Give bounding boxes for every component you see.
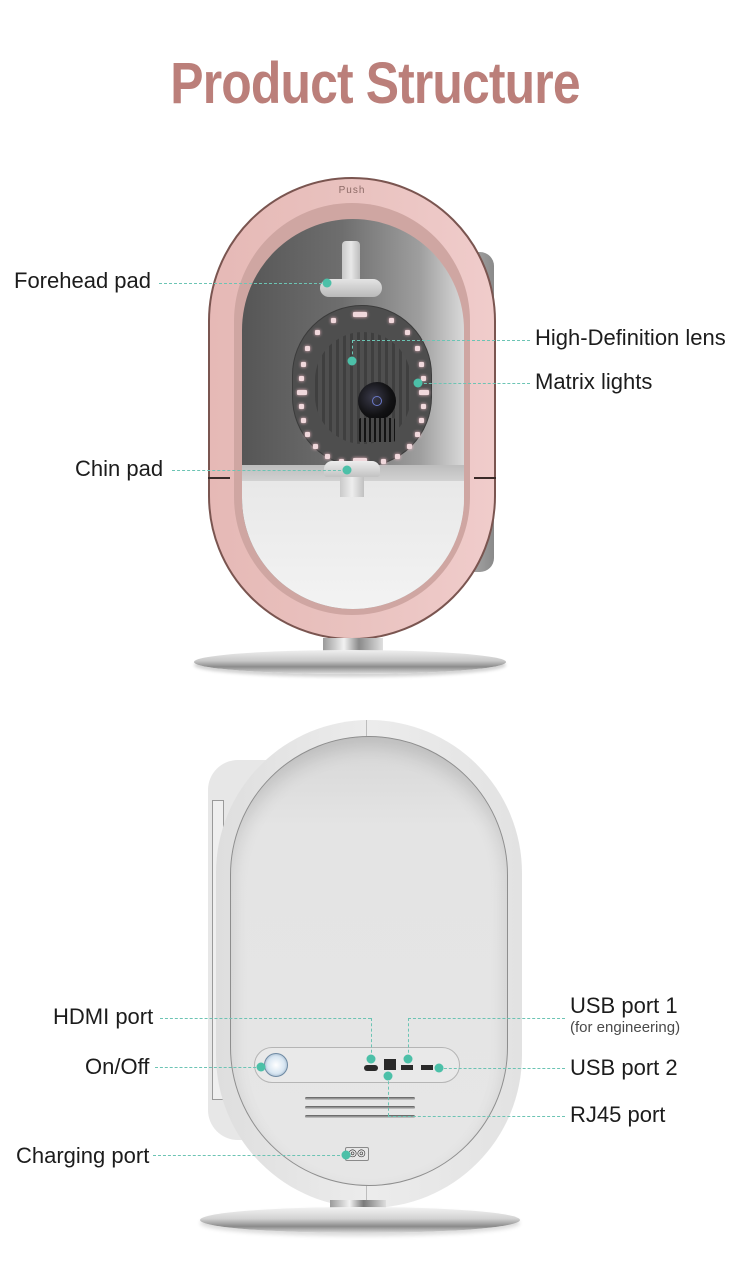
vent-slot <box>305 1106 415 1109</box>
hdmi-port-icon <box>364 1065 378 1071</box>
led-icon <box>389 318 394 323</box>
led-icon <box>421 376 426 381</box>
callout-dot-icon <box>256 1062 266 1072</box>
air-vents <box>305 1097 415 1124</box>
led-icon <box>305 346 310 351</box>
led-icon <box>381 459 386 464</box>
led-icon <box>415 346 420 351</box>
callout-chin-pad: Chin pad <box>75 456 164 481</box>
led-icon <box>301 362 306 367</box>
led-icon <box>407 444 412 449</box>
callout-on-off: On/Off <box>85 1054 150 1079</box>
leader-line <box>352 340 353 360</box>
push-engraving: Push <box>338 185 366 196</box>
shell-seam-bottom <box>366 1182 367 1208</box>
back-stand-base <box>200 1207 520 1233</box>
callout-charging-port: Charging port <box>16 1143 150 1168</box>
led-icon <box>419 362 424 367</box>
camera-plate <box>315 332 411 444</box>
callout-usb-port-1-note: (for engineering) <box>570 1019 681 1036</box>
leader-line <box>352 340 530 341</box>
leader-line <box>419 383 530 384</box>
leader-line <box>172 470 346 471</box>
led-icon <box>325 454 330 459</box>
led-icon <box>299 376 304 381</box>
leader-line <box>159 283 327 284</box>
front-stand-base <box>194 650 506 674</box>
led-icon <box>331 318 336 323</box>
led-icon <box>301 418 306 423</box>
leader-line <box>155 1067 261 1068</box>
callout-dot-icon <box>403 1054 413 1064</box>
led-icon <box>395 454 400 459</box>
led-icon <box>315 330 320 335</box>
leader-line <box>408 1018 565 1019</box>
callout-usb-port-2: USB port 2 <box>570 1055 678 1080</box>
speaker-grille <box>359 418 395 442</box>
back-cover <box>230 736 508 1186</box>
shell-seam-right <box>474 477 496 479</box>
callout-dot-icon <box>434 1063 444 1073</box>
led-icon <box>419 418 424 423</box>
leader-line <box>153 1155 345 1156</box>
leader-line <box>408 1018 409 1058</box>
callout-dot-icon <box>413 378 423 388</box>
led-icon <box>353 458 367 463</box>
charging-port-icon: ◎◎ <box>345 1147 369 1161</box>
forehead-stem <box>342 241 360 283</box>
callout-forehead-pad: Forehead pad <box>14 268 151 293</box>
vent-slot <box>305 1115 415 1118</box>
callout-hdmi-port: HDMI port <box>53 1004 154 1029</box>
led-icon <box>405 330 410 335</box>
leader-line <box>439 1068 565 1069</box>
led-icon <box>419 390 429 395</box>
callout-dot-icon <box>383 1071 393 1081</box>
callout-usb-port-1: USB port 1 <box>570 993 678 1018</box>
face-cavity <box>242 219 464 609</box>
led-icon <box>421 404 426 409</box>
forehead-pad <box>320 279 382 297</box>
callout-dot-icon <box>341 1150 351 1160</box>
callout-dot-icon <box>366 1054 376 1064</box>
led-icon <box>299 404 304 409</box>
leader-line <box>388 1076 389 1116</box>
chin-pad <box>324 461 380 477</box>
led-icon <box>313 444 318 449</box>
power-button[interactable] <box>264 1053 288 1077</box>
usb-port-1-icon <box>401 1065 413 1070</box>
callout-rj45-port: RJ45 port <box>570 1102 666 1127</box>
callout-hd-lens: High-Definition lens <box>535 325 726 350</box>
leader-line <box>388 1116 565 1117</box>
rj45-port-icon <box>384 1059 396 1070</box>
vent-slot <box>305 1097 415 1100</box>
led-icon <box>353 312 367 317</box>
shell-seam-left <box>208 477 230 479</box>
leader-line <box>371 1018 372 1058</box>
callout-dot-icon <box>322 278 332 288</box>
shell-seam-top <box>366 720 367 746</box>
callout-matrix-lights: Matrix lights <box>535 369 653 394</box>
hd-lens-icon <box>358 382 396 420</box>
chin-bowl <box>242 481 464 609</box>
back-shell <box>216 720 522 1208</box>
led-icon <box>305 432 310 437</box>
front-shell: Push <box>208 177 496 640</box>
usb-port-2-icon <box>421 1065 433 1070</box>
page-title: Product Structure <box>170 51 580 116</box>
callout-dot-icon <box>342 465 352 475</box>
chin-stem <box>340 475 364 497</box>
led-icon <box>415 432 420 437</box>
led-icon <box>297 390 307 395</box>
leader-line <box>160 1018 371 1019</box>
matrix-light-ring <box>292 305 432 467</box>
callout-dot-icon <box>347 356 357 366</box>
